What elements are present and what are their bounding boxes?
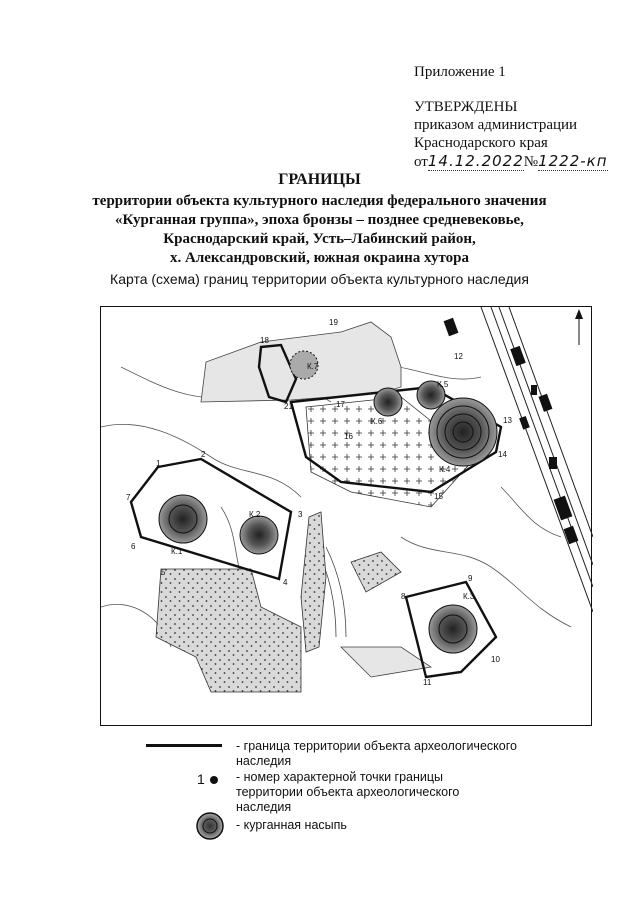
legend-point-dot-icon (210, 776, 218, 784)
boundary-map: К.1 К.2 К.3 К.4 К.5 К.6 К.7 1 2 3 4 5 6 … (100, 306, 593, 726)
number-prefix: № (523, 154, 539, 170)
date-value: 14.12.2022 (427, 152, 524, 171)
legend-boundary-line-1: - граница территории объекта археологиче… (236, 739, 517, 753)
legend-point-line-3: наследия (236, 800, 292, 814)
mounds (158, 350, 498, 654)
mound-k4-ring-1 (436, 405, 490, 459)
dotted-area-1 (155, 568, 302, 693)
title-line-2: «Курганная группа», эпоха бронзы – поздн… (115, 212, 524, 228)
mound-k4-ring-2 (444, 413, 482, 451)
point-label: 15 (434, 492, 443, 501)
approval-date-line: от14.12.2022№1222-кп (414, 152, 608, 171)
mound-k1 (158, 494, 208, 544)
point-label: 6 (131, 542, 136, 551)
mound-label: К.7 (307, 362, 319, 371)
north-arrow-icon (575, 309, 583, 345)
point-label: 10 (491, 655, 500, 664)
document-title: ГРАНИЦЫ территории объекта культурного н… (0, 170, 639, 268)
number-value: 1222-кп (538, 152, 608, 171)
point-label: 19 (329, 318, 338, 327)
mound-k4 (428, 397, 498, 467)
date-prefix: от (414, 154, 428, 170)
railway (480, 307, 593, 613)
dotted-area-3 (350, 551, 402, 593)
legend-mound-text: - курганная насыпь (236, 818, 347, 832)
point-label: 9 (468, 574, 473, 583)
mound-k3 (428, 604, 478, 654)
dotted-area-2 (300, 511, 327, 653)
legend-boundary-line (146, 744, 222, 747)
point-label: 11 (423, 678, 432, 687)
boundary-k3 (404, 580, 498, 679)
point-label: 21 (284, 402, 293, 411)
legend-boundary-line-2: наследия (236, 754, 292, 768)
point-label: 4 (283, 578, 288, 587)
mound-label: К.6 (371, 417, 383, 426)
title-line-4: х. Александровский, южная окраина хутора (169, 250, 470, 266)
boundary-k1-k2 (129, 457, 293, 581)
mound-k1-ring (168, 504, 198, 534)
legend-point-text: - номер характерной точки границы террит… (236, 770, 536, 815)
mound-k5 (416, 380, 446, 410)
mound-labels: К.1 К.2 К.3 К.4 К.5 К.6 К.7 (171, 362, 475, 601)
mound-k4-ring-3 (452, 421, 474, 443)
mound-label: К.1 (171, 547, 183, 556)
legend-point-line-1: - номер характерной точки границы (236, 770, 444, 784)
mound-k7 (289, 350, 319, 380)
approved-line-1: приказом администрации (414, 117, 578, 133)
mound-label: К.2 (249, 510, 261, 519)
point-label: 16 (344, 432, 353, 441)
point-label: 13 (503, 416, 512, 425)
mound-k6 (373, 387, 403, 417)
legend-mound-icon (196, 812, 224, 840)
map-caption: Карта (схема) границ территории объекта … (110, 271, 529, 287)
mound-label: К.5 (437, 380, 449, 389)
legend-point-number: 1 (197, 771, 205, 787)
mound-k3-ring (438, 614, 468, 644)
point-label: 12 (454, 352, 463, 361)
point-label: 14 (498, 450, 507, 459)
point-label: 1 (156, 459, 161, 468)
appendix-label: Приложение 1 (414, 64, 506, 80)
approved-line-2: Краснодарского края (414, 135, 548, 151)
point-label: 7 (126, 493, 131, 502)
legend-boundary-text: - граница территории объекта археологиче… (236, 739, 536, 769)
buildings (443, 317, 579, 545)
point-label: 8 (401, 592, 406, 601)
map-drawing: К.1 К.2 К.3 К.4 К.5 К.6 К.7 1 2 3 4 5 6 … (101, 307, 593, 693)
title-heading: ГРАНИЦЫ (278, 171, 361, 188)
point-labels: 1 2 3 4 5 6 7 8 9 10 11 12 13 14 15 16 1… (126, 318, 512, 687)
point-label: 2 (201, 450, 206, 459)
mound-k2 (239, 515, 279, 555)
mound-label: К.3 (463, 592, 475, 601)
point-label: 5 (161, 568, 166, 577)
title-line-1: территории объекта культурного наследия … (92, 193, 547, 209)
mound-label: К.4 (439, 465, 451, 474)
title-line-3: Краснодарский край, Усть–Лабинский район… (163, 231, 476, 247)
approval-block: УТВЕРЖДЕНЫ приказом администрации Красно… (414, 98, 608, 171)
point-label: 18 (260, 336, 269, 345)
boundary-k7 (257, 343, 298, 404)
point-label: 3 (298, 510, 303, 519)
approved-title: УТВЕРЖДЕНЫ (414, 99, 518, 115)
legend-point-line-2: территории объекта археологического (236, 785, 460, 799)
point-label: 17 (336, 400, 345, 409)
